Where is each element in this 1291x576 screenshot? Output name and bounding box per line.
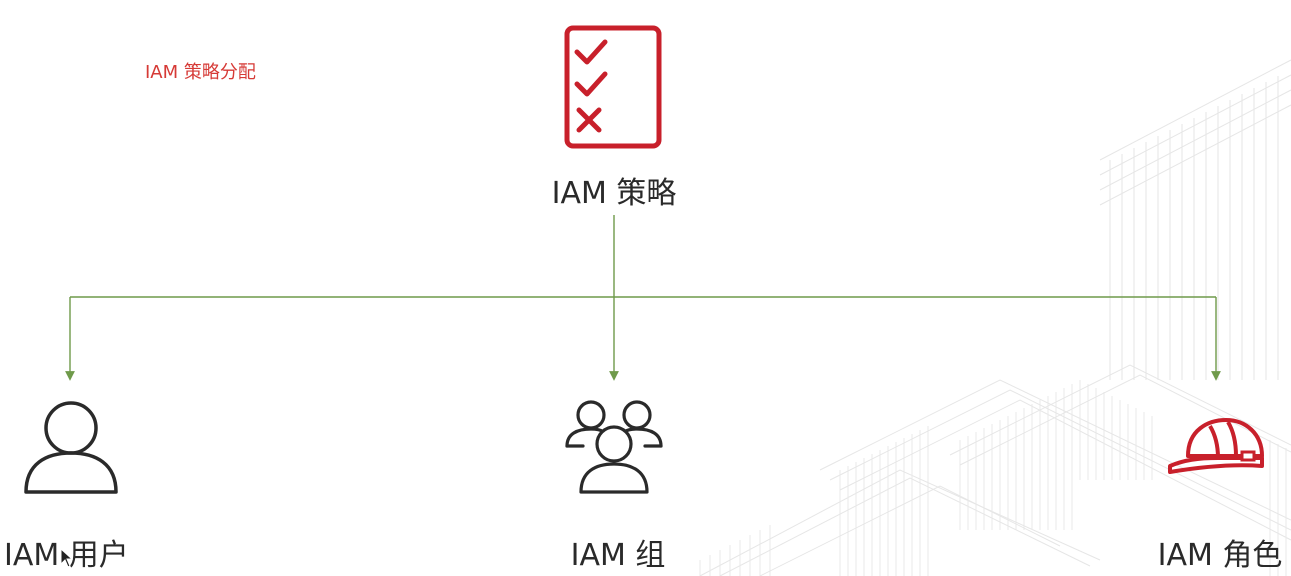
user-icon bbox=[22, 398, 120, 494]
role-node-label: IAM 角色 bbox=[1157, 538, 1283, 573]
group-icon bbox=[563, 398, 665, 494]
checklist-icon bbox=[563, 24, 663, 150]
policy-node-label: IAM 策略 bbox=[551, 176, 677, 211]
page-title: IAM 策略分配 bbox=[145, 62, 256, 83]
mouse-cursor-icon bbox=[60, 547, 74, 572]
hard-hat-icon bbox=[1166, 416, 1268, 476]
group-node-label: IAM 组 bbox=[570, 538, 666, 573]
